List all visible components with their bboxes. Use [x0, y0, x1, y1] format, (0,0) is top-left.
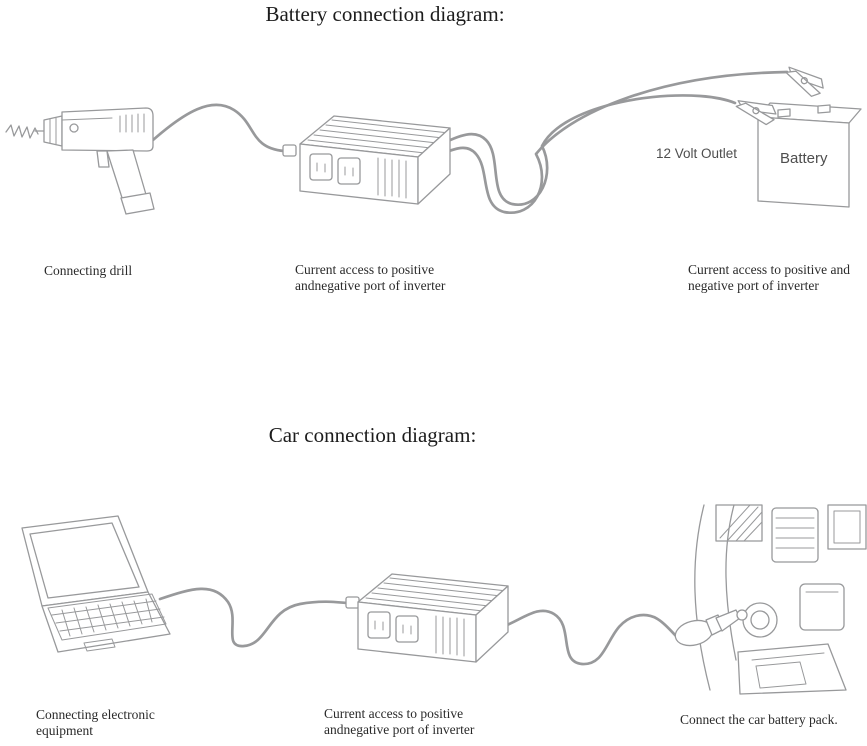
battery-caption-line2: negative port of inverter — [688, 278, 819, 293]
car-interior-illustration — [694, 504, 867, 695]
laptop-caption: Connecting electronic equipment — [36, 707, 155, 739]
battery-text-label: Battery — [780, 150, 828, 167]
inverter-caption-car-line1: Current access to positive — [324, 706, 464, 721]
battery-caption-line1: Current access to positive and — [688, 262, 850, 277]
battery-caption: Current access to positive and negative … — [688, 262, 850, 294]
laptop-illustration — [21, 515, 171, 653]
inverter-caption-battery-line2: andnegative port of inverter — [295, 278, 446, 293]
inverter-caption-car-line2: andnegative port of inverter — [324, 722, 475, 737]
laptop-caption-line2: equipment — [36, 723, 93, 738]
cable-laptop-to-inverter — [158, 587, 360, 648]
battery-illustration — [757, 102, 862, 208]
inverter-illustration-battery — [299, 115, 451, 205]
inverter-caption-car: Current access to positive andnegative p… — [324, 706, 474, 738]
laptop-caption-line1: Connecting electronic — [36, 707, 155, 722]
drill-illustration — [5, 107, 155, 215]
car-plug-illustration — [674, 609, 748, 647]
twelve-volt-outlet-label: 12 Volt Outlet — [656, 146, 738, 161]
inverter-illustration-car — [357, 573, 509, 663]
cable-drill-to-inverter — [151, 103, 297, 157]
drill-caption: Connecting drill — [44, 263, 133, 278]
car-caption: Connect the car battery pack. — [680, 712, 838, 727]
cables-inverter-to-battery — [426, 70, 789, 215]
inverter-caption-battery: Current access to positive andnegative p… — [295, 262, 445, 294]
inverter-caption-battery-line1: Current access to positive — [295, 262, 435, 277]
car-diagram-title: Car connection diagram: — [268, 423, 477, 447]
battery-diagram-title: Battery connection diagram: — [265, 2, 505, 26]
cable-inverter-to-plug — [498, 609, 678, 666]
